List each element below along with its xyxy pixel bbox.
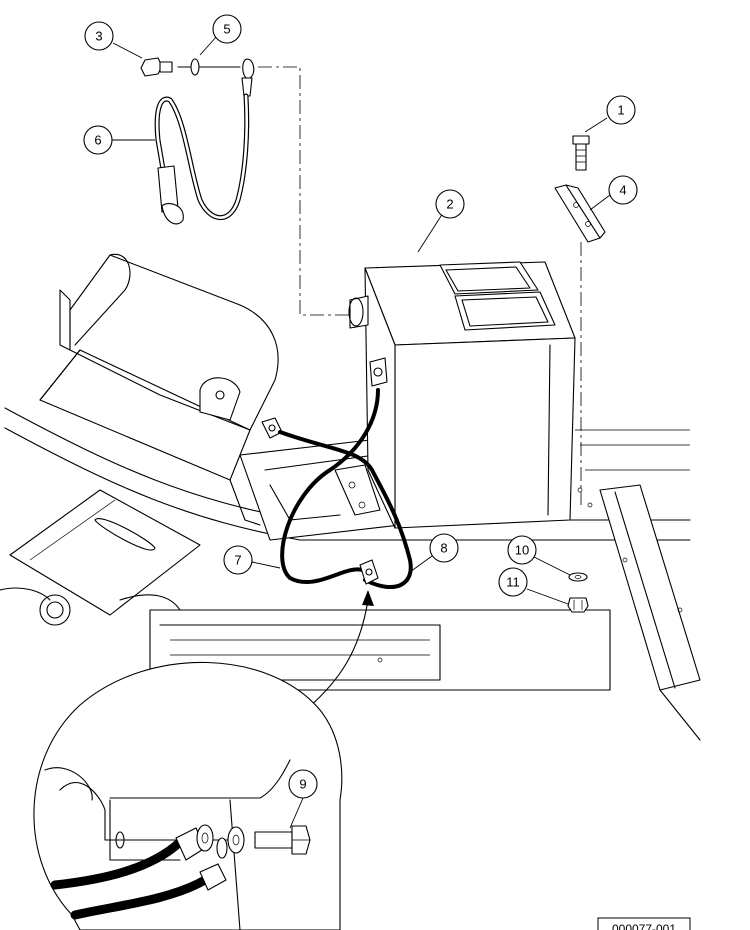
- figure-id-label: 000077-001: [612, 922, 676, 930]
- callout-3-label: 3: [95, 29, 102, 44]
- callout-2: 2: [435, 189, 465, 219]
- callout-4: 4: [608, 175, 638, 205]
- callout-11-label: 11: [506, 575, 520, 590]
- callout-9: 9: [288, 769, 318, 799]
- callout-4-label: 4: [619, 183, 626, 198]
- battery-tray: [239, 439, 401, 541]
- callout-11: 11: [498, 567, 528, 597]
- nut: [567, 597, 589, 613]
- callout-5: 5: [212, 14, 242, 44]
- callout-2-label: 2: [446, 197, 453, 212]
- callout-7-label: 7: [234, 553, 241, 568]
- leader-lines: [112, 35, 611, 829]
- angled-housing: [39, 253, 283, 526]
- vehicle-frame: [0, 407, 701, 741]
- callout-1-label: 1: [617, 103, 624, 118]
- hold-down-bolt: [572, 135, 590, 171]
- washer: [568, 572, 588, 582]
- callout-9-label: 9: [299, 777, 306, 792]
- lock-washer: [190, 58, 200, 76]
- callout-8-label: 8: [440, 541, 447, 556]
- ground-alignment-line: [258, 66, 350, 316]
- detail-leader-arrowhead: [362, 590, 374, 606]
- ground-bolt: [140, 57, 173, 77]
- callout-6-label: 6: [94, 133, 101, 148]
- callout-10: 10: [507, 535, 537, 565]
- battery: [348, 261, 576, 529]
- ground-cable: [154, 58, 255, 225]
- callout-10-label: 10: [515, 543, 529, 558]
- hold-down-clamp: [554, 184, 606, 243]
- callout-6: 6: [83, 125, 113, 155]
- battery-cables: [278, 388, 413, 590]
- callout-3: 3: [84, 21, 114, 51]
- callout-5-label: 5: [223, 22, 230, 37]
- callout-8: 8: [429, 533, 459, 563]
- detail-leader-arrow: [307, 599, 369, 709]
- figure-id: 000077-001: [597, 917, 691, 930]
- callout-7: 7: [223, 545, 253, 575]
- detail-view: [33, 661, 343, 930]
- callout-1: 1: [606, 95, 636, 125]
